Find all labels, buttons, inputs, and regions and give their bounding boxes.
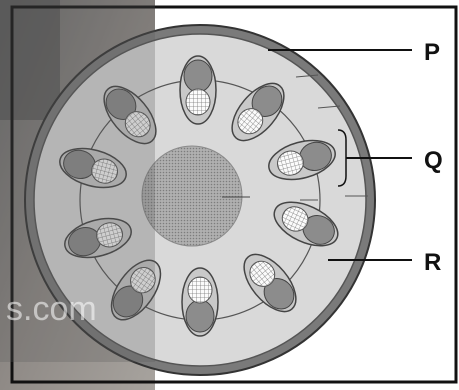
label-q: Q xyxy=(424,147,443,174)
background-blob xyxy=(0,0,60,120)
frame-border xyxy=(10,5,458,384)
vascular-bundle xyxy=(64,217,132,259)
vascular-bundle xyxy=(231,82,285,142)
vascular-bundle xyxy=(268,139,336,181)
stem-cross-section xyxy=(24,24,376,376)
cortex-tick xyxy=(295,74,319,78)
watermark: s.com xyxy=(6,290,97,328)
photo-overlay xyxy=(0,0,155,362)
vascular-bundle xyxy=(103,85,157,145)
vascular-bundle xyxy=(181,267,219,337)
vascular-bundle xyxy=(243,253,297,313)
vascular-bundle xyxy=(273,201,339,247)
cortex-tick xyxy=(317,105,341,109)
label-p: P xyxy=(424,39,440,66)
vascular-bundle xyxy=(110,259,162,321)
vascular-bundle xyxy=(59,147,127,189)
pith xyxy=(141,145,243,247)
vascular-bundle xyxy=(179,55,217,125)
label-r: R xyxy=(424,249,441,276)
